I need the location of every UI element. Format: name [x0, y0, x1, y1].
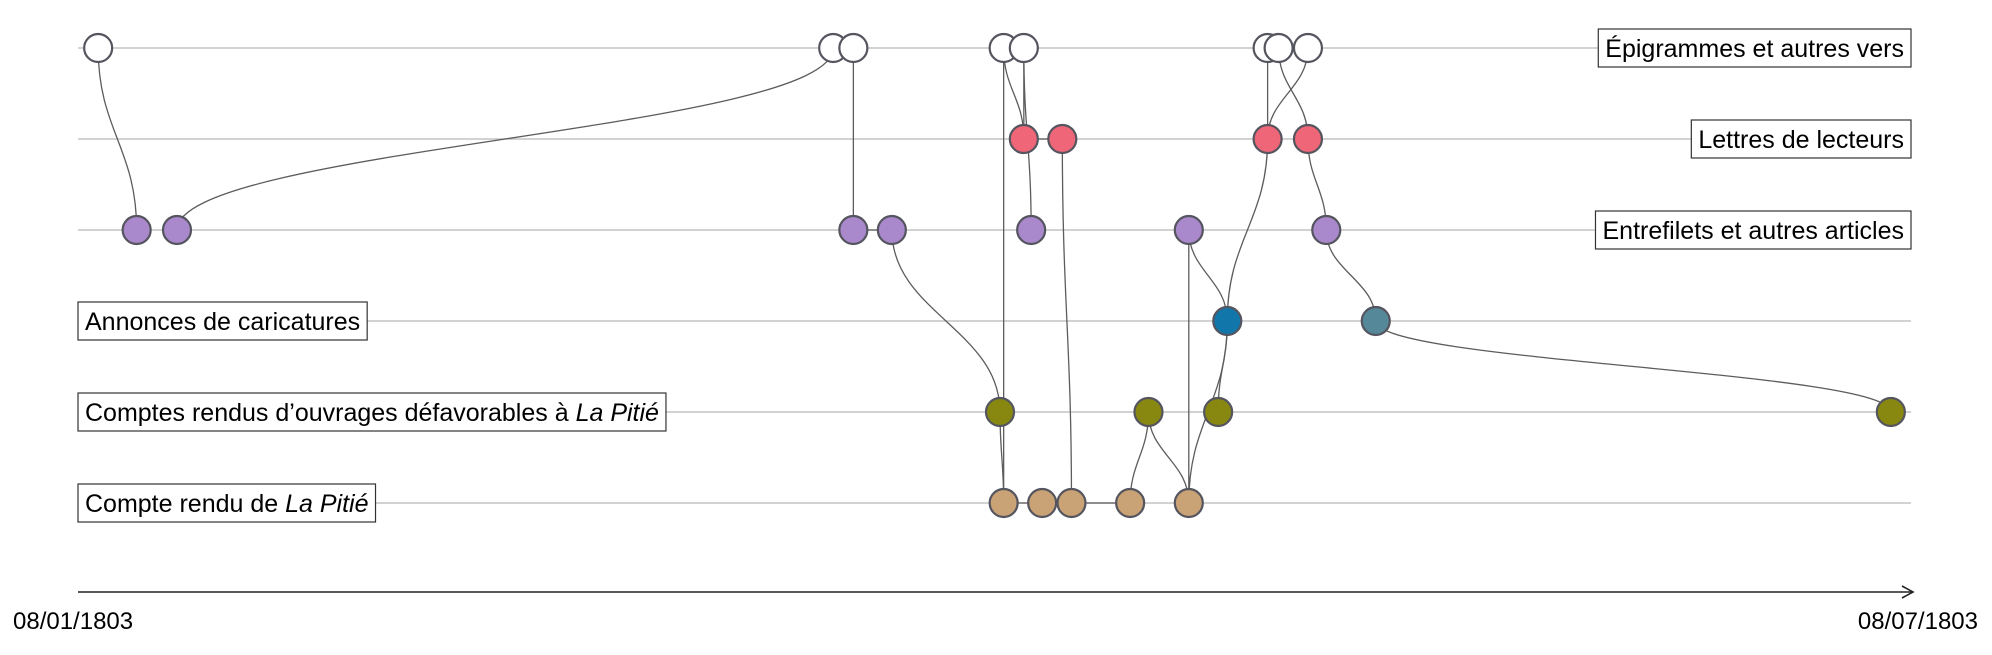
axis-end-label: 08/07/1803: [1858, 608, 1978, 635]
event-node-compte_pitie: [1027, 487, 1058, 519]
event-node-compte_pitie: [988, 487, 1019, 519]
lane-label-part: Lettres de lecteurs: [1698, 126, 1904, 154]
event-node-compte_pitie: [1173, 487, 1204, 519]
lane-label-part: Compte rendu de: [85, 490, 285, 518]
lane-label-epigrammes: Épigrammes et autres vers: [1597, 28, 1912, 68]
event-node-comptes_defav: [984, 396, 1016, 428]
event-link: [891, 229, 1001, 413]
lane-label-box: [77, 392, 667, 432]
event-node-entrefilets: [1311, 214, 1342, 246]
event-node-entrefilets: [876, 214, 907, 246]
event-links: [97, 47, 1892, 504]
event-node-epigrammes: [838, 32, 869, 64]
event-node-comptes_defav: [1203, 396, 1234, 428]
lane-label-text: Comptes rendus d’ouvrages défavorables à…: [85, 399, 659, 427]
lane-label-part: La Pitié: [576, 399, 659, 427]
event-link: [1226, 138, 1269, 322]
lane-label-text: Épigrammes et autres vers: [1605, 34, 1904, 63]
lane-label-text: Lettres de lecteurs: [1698, 126, 1904, 154]
lane-label-part: La Pitié: [285, 490, 368, 518]
event-link: [1061, 138, 1073, 504]
event-node-lettres: [1047, 123, 1078, 155]
event-node-comptes_defav: [1133, 396, 1164, 428]
event-node-lettres: [1252, 123, 1283, 155]
lane-label-box: [77, 483, 377, 523]
event-link: [97, 47, 138, 231]
lane-label-annonces: Annonces de caricatures: [77, 301, 368, 341]
time-axis: 08/01/1803 08/07/1803: [13, 585, 1978, 635]
lane-label-lettres: Lettres de lecteurs: [1690, 119, 1912, 159]
event-node-comptes_defav: [1875, 396, 1906, 428]
lane-label-box: [77, 301, 368, 341]
lane-label-part: Annonces de caricatures: [85, 308, 360, 336]
lane-label-box: [1594, 210, 1912, 250]
event-nodes: [83, 32, 1906, 519]
lane-label-text: Annonces de caricatures: [85, 308, 360, 336]
event-node-epigrammes: [1292, 32, 1324, 64]
event-node-entrefilets: [1173, 214, 1204, 246]
lane-lines: [78, 47, 1911, 504]
event-node-epigrammes: [83, 32, 114, 64]
event-node-annonces: [1360, 305, 1391, 337]
event-node-entrefilets: [1016, 214, 1047, 246]
event-node-lettres: [1008, 123, 1039, 155]
event-node-epigrammes: [1263, 32, 1294, 64]
event-node-entrefilets: [838, 214, 869, 246]
event-node-compte_pitie: [1056, 487, 1087, 519]
lane-label-entrefilets: Entrefilets et autres articles: [1594, 210, 1912, 250]
event-link: [176, 47, 834, 231]
lane-label-text: Entrefilets et autres articles: [1602, 217, 1904, 245]
lane-label-text: Compte rendu de La Pitié: [85, 490, 369, 518]
event-node-entrefilets: [121, 214, 152, 246]
event-node-lettres: [1292, 123, 1324, 155]
lane-label-compte_pitie: Compte rendu de La Pitié: [77, 483, 377, 523]
event-node-annonces: [1212, 305, 1243, 337]
event-link: [1375, 320, 1892, 413]
event-node-compte_pitie: [1115, 487, 1146, 519]
lane-label-part: Comptes rendus d’ouvrages défavorables à: [85, 399, 576, 427]
event-node-entrefilets: [161, 214, 193, 246]
axis-arrow-icon: [1901, 585, 1915, 599]
lane-label-part: Épigrammes et autres vers: [1605, 34, 1904, 63]
axis-start-label: 08/01/1803: [13, 608, 133, 635]
lane-label-box: [1597, 28, 1912, 68]
event-node-epigrammes: [1008, 32, 1039, 64]
lane-label-box: [1690, 119, 1912, 159]
event-link: [1325, 229, 1377, 322]
lane-label-part: Entrefilets et autres articles: [1602, 217, 1904, 245]
lane-label-comptes_defav: Comptes rendus d’ouvrages défavorables à…: [77, 392, 667, 432]
